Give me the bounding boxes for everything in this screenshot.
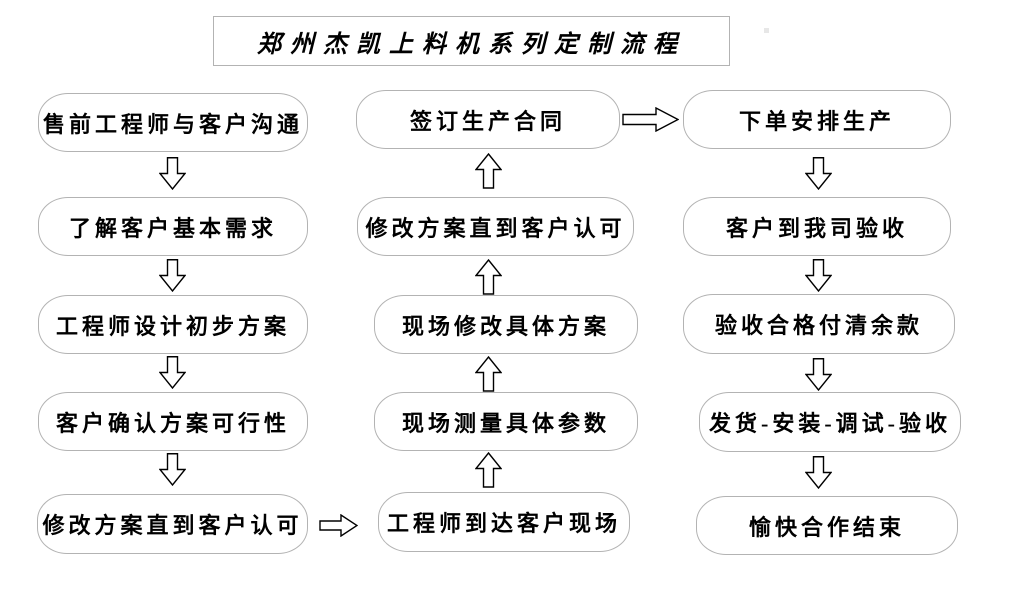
up-arrow-icon xyxy=(475,153,502,189)
down-arrow-icon xyxy=(805,456,832,489)
flow-box-happy-cooperation-end: 愉快合作结束 xyxy=(696,496,958,555)
flow-box-order-production: 下单安排生产 xyxy=(683,90,951,149)
flow-box-label: 客户到我司验收 xyxy=(725,215,908,241)
down-arrow-icon xyxy=(805,157,832,190)
flow-box-initial-design: 工程师设计初步方案 xyxy=(38,295,308,354)
down-arrow-icon xyxy=(159,157,186,190)
up-arrow-icon xyxy=(475,452,502,488)
flow-box-understand-needs: 了解客户基本需求 xyxy=(38,197,308,256)
flow-box-label: 工程师到达客户现场 xyxy=(386,511,621,536)
down-arrow-icon xyxy=(159,356,186,389)
diagram-title-text: 郑州杰凯上料机系列定制流程 xyxy=(257,31,686,58)
flow-box-onsite-measure-params: 现场测量具体参数 xyxy=(374,392,638,451)
up-arrow-icon xyxy=(475,259,502,295)
up-arrow-icon xyxy=(475,356,502,392)
flow-box-label: 工程师设计初步方案 xyxy=(55,313,290,339)
flow-box-label: 售前工程师与客户沟通 xyxy=(42,111,303,137)
flow-box-label: 现场测量具体参数 xyxy=(401,410,610,436)
diagram-title: 郑州杰凯上料机系列定制流程 xyxy=(213,16,730,66)
flow-box-label: 客户确认方案可行性 xyxy=(55,410,290,436)
flow-box-pay-balance: 验收合格付清余款 xyxy=(683,294,955,354)
flow-box-label: 验收合格付清余款 xyxy=(714,313,923,338)
down-arrow-icon xyxy=(159,453,186,486)
down-arrow-icon xyxy=(805,358,832,391)
down-arrow-icon xyxy=(805,259,832,292)
flow-box-label: 愉快合作结束 xyxy=(748,514,905,540)
flow-box-label: 现场修改具体方案 xyxy=(401,313,610,339)
down-arrow-icon xyxy=(159,259,186,292)
flow-box-sign-contract: 签订生产合同 xyxy=(356,90,620,149)
right-arrow-icon xyxy=(319,514,358,537)
flow-box-ship-install-debug-accept: 发货-安装-调试-验收 xyxy=(699,392,961,452)
flow-box-revise-until-approved-2: 修改方案直到客户认可 xyxy=(357,197,634,256)
flow-box-label: 发货-安装-调试-验收 xyxy=(709,411,951,436)
stray-mark xyxy=(764,28,769,33)
flow-box-label: 签订生产合同 xyxy=(409,108,566,134)
flow-box-revise-until-approved-1: 修改方案直到客户认可 xyxy=(37,494,308,554)
right-arrow-icon xyxy=(622,107,679,132)
flow-box-label: 修改方案直到客户认可 xyxy=(365,215,626,241)
flow-box-label: 修改方案直到客户认可 xyxy=(42,513,303,538)
flow-box-label: 了解客户基本需求 xyxy=(68,215,277,241)
flow-box-engineer-arrives-site: 工程师到达客户现场 xyxy=(378,492,630,552)
flow-box-onsite-revise-plan: 现场修改具体方案 xyxy=(374,295,638,354)
flow-box-presales-communication: 售前工程师与客户沟通 xyxy=(38,93,308,152)
flow-box-confirm-feasibility: 客户确认方案可行性 xyxy=(38,392,308,451)
flow-box-label: 下单安排生产 xyxy=(738,108,895,134)
flow-box-customer-inspection: 客户到我司验收 xyxy=(683,197,951,256)
